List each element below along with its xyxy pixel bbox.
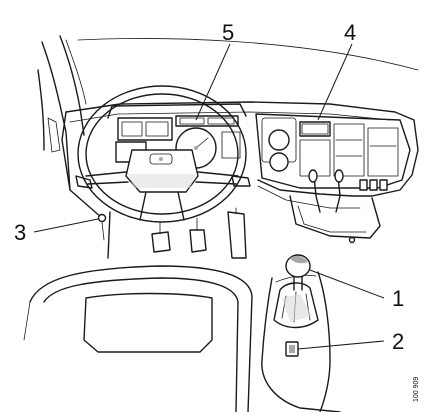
driver-seat: [23, 265, 253, 412]
instrument-cluster: [115, 115, 241, 169]
dashboard: [61, 101, 419, 219]
callout-4: 4: [344, 20, 356, 45]
column-stalks: [75, 175, 251, 189]
windscreen-edge: [77, 38, 419, 71]
pedals: [107, 207, 247, 259]
callout-5: 5: [222, 20, 234, 45]
left-knob: [97, 213, 107, 241]
leader-3: [33, 218, 99, 233]
callout-2: 2: [392, 329, 404, 354]
leader-5: [195, 43, 231, 121]
centre-console: [255, 113, 411, 244]
gear-lever-console: [261, 254, 341, 412]
leader-1: [309, 269, 385, 299]
figure-reference-code: 100 909: [413, 377, 420, 402]
callout-1: 1: [392, 286, 404, 311]
leader-2: [297, 340, 385, 350]
a-pillar: [37, 35, 87, 191]
leader-lines: [33, 43, 385, 350]
callout-3: 3: [14, 220, 26, 245]
steering-wheel: [77, 85, 247, 223]
leader-4: [317, 43, 353, 121]
